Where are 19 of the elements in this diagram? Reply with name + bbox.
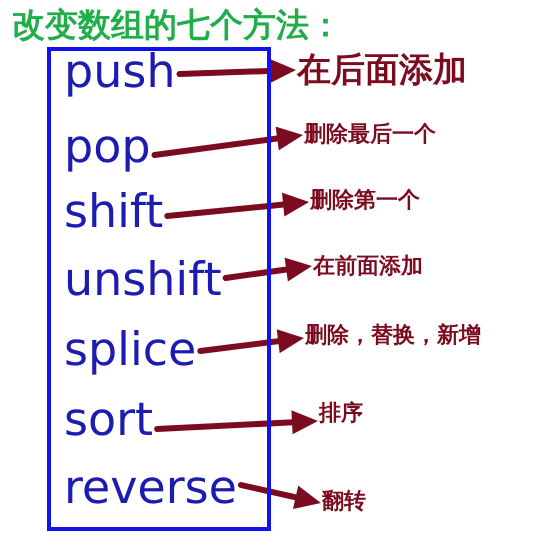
arrow [154, 410, 318, 434]
title: 改变数组的七个方法： [12, 6, 342, 44]
method-description: 在前面添加 [313, 254, 423, 280]
method-description: 翻转 [322, 489, 366, 514]
method-name: shift [64, 189, 164, 233]
list-frame [47, 47, 271, 531]
arrow [176, 58, 296, 83]
method-description: 排序 [319, 401, 363, 426]
method-name: unshift [64, 257, 222, 301]
method-description: 删除第一个 [310, 188, 420, 214]
arrow [222, 258, 312, 282]
arrow [152, 126, 303, 158]
method-name: sort [64, 397, 154, 441]
method-description: 在后面添加 [297, 51, 467, 90]
arrow [164, 192, 310, 219]
method-description: 删除最后一个 [304, 122, 436, 148]
method-description: 删除，替换，新增 [305, 323, 481, 348]
arrow [197, 329, 304, 354]
method-name: reverse [64, 465, 237, 509]
